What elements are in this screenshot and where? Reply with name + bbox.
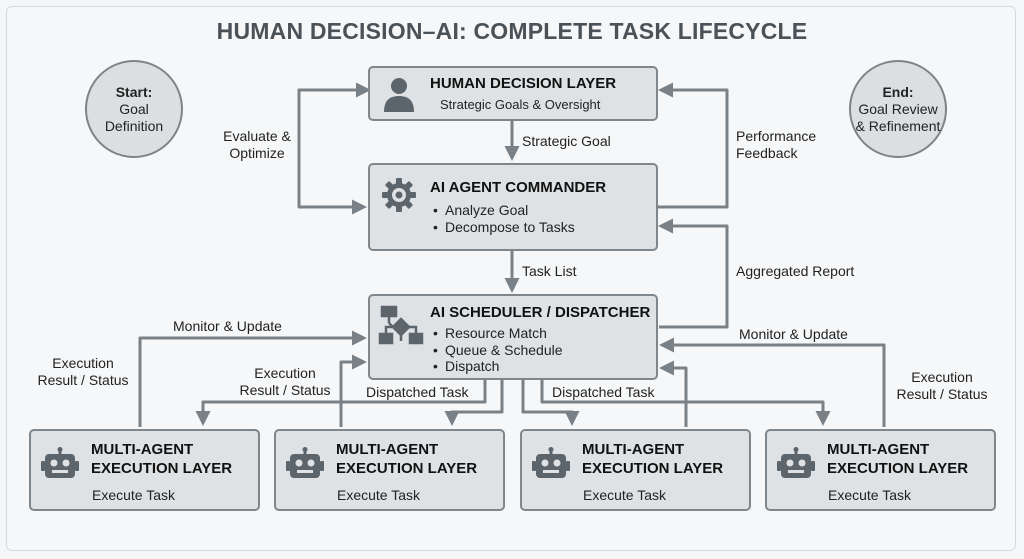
label-exec-result-mid: Execution Result / Status — [232, 365, 338, 399]
start-line-1: Goal — [119, 100, 149, 117]
label-exec-result-right: Execution Result / Status — [888, 369, 996, 403]
end-heading: End: — [882, 83, 914, 100]
scheduler-bullet: Queue & Schedule — [433, 342, 563, 359]
agent-title-line-2: EXECUTION LAYER — [91, 460, 233, 477]
agent-box-1: MULTI-AGENT EXECUTION LAYER Execute Task — [29, 429, 260, 511]
label-evaluate-line-2: Optimize — [229, 145, 285, 161]
arrow-dispatch-agent4 — [540, 380, 831, 426]
label-strategic-goal: Strategic Goal — [522, 133, 611, 149]
label-evaluate-optimize: Evaluate & Optimize — [218, 128, 296, 162]
agent-box-2: MULTI-AGENT EXECUTION LAYER Execute Task — [274, 429, 505, 511]
end-line-2: & Refinement — [855, 117, 941, 134]
agent-title-line-2: EXECUTION LAYER — [827, 460, 969, 477]
scheduler-bullets: Resource Match Queue & Schedule Dispatch — [433, 325, 563, 375]
label-exec-left-line-2: Result / Status — [37, 372, 129, 388]
agent-task: Execute Task — [337, 487, 421, 503]
label-performance-line-2: Feedback — [736, 145, 798, 161]
commander-bullet: Analyze Goal — [433, 202, 575, 219]
agent-box-3: MULTI-AGENT EXECUTION LAYER Execute Task — [520, 429, 751, 511]
arrow-evaluate-optimize — [297, 82, 371, 215]
arrow-monitor-left — [138, 330, 367, 427]
robot-icon — [286, 447, 324, 478]
arrow-exec-result-agent3 — [659, 360, 688, 427]
diagram-title: HUMAN DECISION–AI: COMPLETE TASK LIFECYC… — [216, 18, 808, 44]
start-line-2: Definition — [104, 117, 164, 134]
agent-title-line-1: MULTI-AGENT — [582, 441, 685, 458]
label-exec-right-line-2: Result / Status — [896, 386, 988, 402]
ai-agent-commander-box: AI AGENT COMMANDER Analyze Goal Decompos… — [368, 163, 658, 251]
label-monitor-left: Monitor & Update — [173, 318, 282, 334]
label-dispatched-left: Dispatched Task — [366, 384, 469, 400]
label-task-list: Task List — [522, 263, 577, 279]
label-evaluate-line-1: Evaluate & — [223, 128, 291, 144]
agent-title-line-1: MULTI-AGENT — [336, 441, 439, 458]
label-dispatched-right: Dispatched Task — [552, 384, 655, 400]
label-exec-right-line-1: Execution — [911, 369, 973, 385]
agent-title-line-1: MULTI-AGENT — [91, 441, 194, 458]
arrow-dispatch-agent1 — [195, 380, 487, 426]
gear-icon — [382, 178, 416, 212]
human-layer-subtitle: Strategic Goals & Oversight — [440, 97, 601, 112]
label-exec-result-left: Execution Result / Status — [28, 355, 138, 389]
human-decision-layer-box: HUMAN DECISION LAYER Strategic Goals & O… — [368, 66, 658, 121]
start-heading: Start: — [115, 83, 153, 100]
scheduler-bullet: Resource Match — [433, 325, 563, 342]
commander-bullets: Analyze Goal Decompose to Tasks — [433, 202, 575, 235]
agent-box-4: MULTI-AGENT EXECUTION LAYER Execute Task — [765, 429, 996, 511]
arrow-dispatch-agent3 — [521, 380, 580, 426]
human-layer-title: HUMAN DECISION LAYER — [430, 75, 617, 92]
robot-icon — [777, 447, 815, 478]
agent-task: Execute Task — [583, 487, 667, 503]
arrow-dispatch-agent2 — [444, 380, 504, 426]
label-performance-feedback: Performance Feedback — [736, 128, 816, 162]
label-exec-mid-line-1: Execution — [254, 365, 316, 381]
commander-bullet: Decompose to Tasks — [433, 219, 575, 236]
agent-title-line-2: EXECUTION LAYER — [582, 460, 724, 477]
end-circle: End: Goal Review & Refinement — [849, 60, 947, 158]
ai-scheduler-dispatcher-box: AI SCHEDULER / DISPATCHER Resource Match… — [368, 294, 658, 380]
arrow-aggregated-report — [658, 218, 729, 329]
arrow-performance-feedback — [657, 82, 729, 209]
agent-task: Execute Task — [828, 487, 912, 503]
scheduler-bullet: Dispatch — [433, 358, 563, 375]
end-line-1: Goal Review — [858, 100, 938, 117]
label-monitor-right: Monitor & Update — [739, 326, 848, 342]
robot-icon — [532, 447, 570, 478]
label-performance-line-1: Performance — [736, 128, 817, 144]
agent-title-line-2: EXECUTION LAYER — [336, 460, 478, 477]
scheduler-title: AI SCHEDULER / DISPATCHER — [430, 304, 651, 321]
flowchart-icon — [378, 305, 424, 345]
robot-icon — [41, 447, 79, 478]
label-exec-mid-line-2: Result / Status — [239, 382, 331, 398]
agent-title-line-1: MULTI-AGENT — [827, 441, 930, 458]
label-aggregated-report: Aggregated Report — [736, 263, 855, 279]
arrow-monitor-right — [659, 337, 886, 427]
commander-title: AI AGENT COMMANDER — [430, 179, 607, 196]
agent-task: Execute Task — [92, 487, 176, 503]
arrow-exec-result-mid — [339, 354, 367, 427]
label-exec-left-line-1: Execution — [52, 355, 114, 371]
start-circle: Start: Goal Definition — [85, 60, 183, 158]
person-icon — [384, 78, 414, 112]
